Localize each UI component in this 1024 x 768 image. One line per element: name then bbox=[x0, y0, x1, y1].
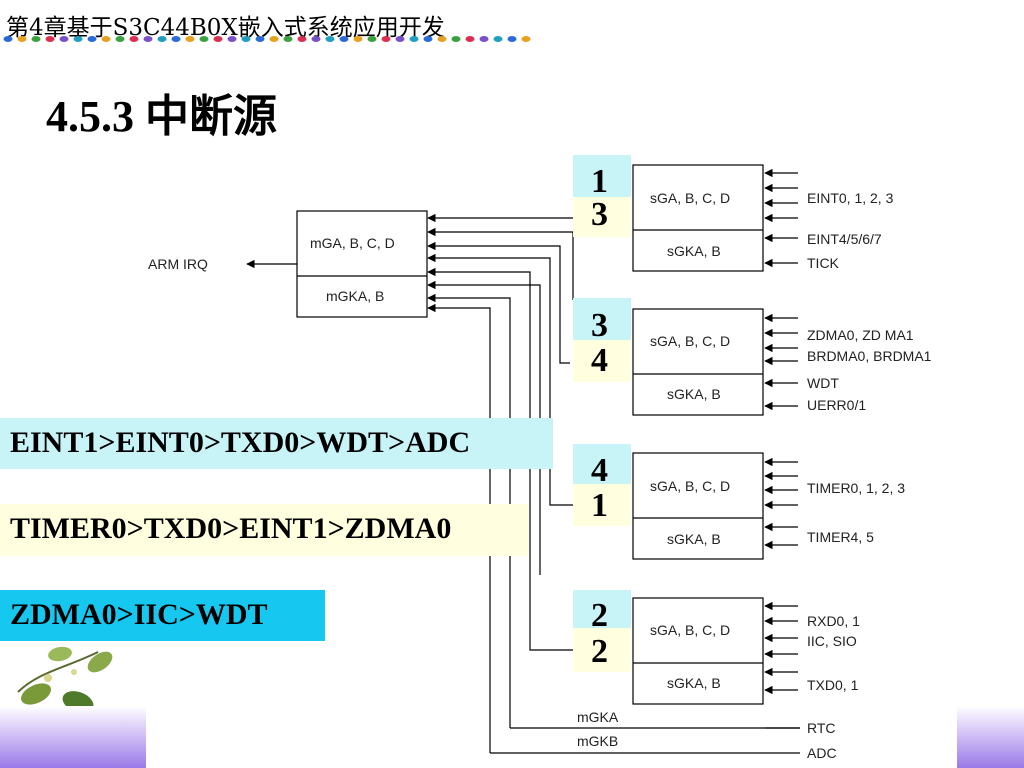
group3-bottom-label: sGKA, B bbox=[667, 531, 721, 547]
group1-bottom-label: sGKA, B bbox=[667, 243, 721, 259]
group1-priority-back: 1 bbox=[591, 163, 608, 200]
slave-group-2: 3 4 sGA, B, C, D sGKA, B ZDMA0, ZD MA1 B… bbox=[573, 298, 932, 416]
group2-top-label: sGA, B, C, D bbox=[650, 333, 730, 349]
slave-group-3: 4 1 sGA, B, C, D sGKA, B TIMER0, 1, 2, 3… bbox=[573, 444, 905, 560]
group2-signal-brdma: BRDMA0, BRDMA1 bbox=[807, 348, 932, 364]
group4-signal-rxd: RXD0, 1 bbox=[807, 613, 860, 629]
group2-signal-wdt: WDT bbox=[807, 375, 839, 391]
group4-signal-txd: TXD0, 1 bbox=[807, 677, 859, 693]
group2-priority-front: 4 bbox=[591, 342, 608, 379]
group4-priority-front: 2 bbox=[591, 633, 608, 670]
group4-priority-back: 2 bbox=[591, 597, 608, 634]
group3-priority-front: 1 bbox=[591, 487, 608, 524]
footer-band-right bbox=[957, 706, 1024, 768]
slave-group-4: 2 2 sGA, B, C, D sGKA, B RXD0, 1 IIC, SI… bbox=[573, 590, 860, 705]
slide-title: 4.5.3 中断源 bbox=[46, 92, 277, 141]
group2-bottom-label: sGKA, B bbox=[667, 386, 721, 402]
priority-banner-3: ZDMA0>IIC>WDT bbox=[0, 590, 325, 641]
group1-signal-eint4-7: EINT4/5/6/7 bbox=[807, 231, 882, 247]
group4-signal-iic-sio: IIC, SIO bbox=[807, 633, 857, 649]
slave-group-1: 1 3 sGA, B, C, D sGKA, B EINT0, 1, 2, 3 … bbox=[573, 155, 894, 272]
rtc-signal: RTC bbox=[807, 720, 836, 736]
group2-signal-uerr: UERR0/1 bbox=[807, 397, 866, 413]
group2-priority-back: 3 bbox=[591, 307, 608, 344]
group3-priority-back: 4 bbox=[591, 452, 608, 489]
group3-signal-timer4-5: TIMER4, 5 bbox=[807, 529, 874, 545]
group1-top-label: sGA, B, C, D bbox=[650, 190, 730, 206]
group1-priority-front: 3 bbox=[591, 196, 608, 233]
group3-top-label: sGA, B, C, D bbox=[650, 478, 730, 494]
group4-top-label: sGA, B, C, D bbox=[650, 622, 730, 638]
mgkb-line-label: mGKB bbox=[577, 733, 618, 749]
group1-signal-tick: TICK bbox=[807, 255, 840, 271]
group3-signal-timer0-3: TIMER0, 1, 2, 3 bbox=[807, 480, 905, 496]
priority-banner-1: EINT1>EINT0>TXD0>WDT>ADC bbox=[0, 418, 553, 469]
mgka-line-label: mGKA bbox=[577, 709, 619, 725]
dotted-rule-icon bbox=[3, 36, 531, 42]
group4-bottom-label: sGKA, B bbox=[667, 675, 721, 691]
arm-irq-label: ARM IRQ bbox=[148, 256, 208, 272]
footer-band-left bbox=[0, 706, 146, 768]
group2-signal-zdma: ZDMA0, ZD MA1 bbox=[807, 327, 914, 343]
master-box bbox=[296, 210, 428, 318]
master-top-label: mGA, B, C, D bbox=[310, 235, 395, 251]
adc-signal: ADC bbox=[807, 745, 837, 761]
priority-banner-2: TIMER0>TXD0>EINT1>ZDMA0 bbox=[0, 504, 528, 556]
master-bottom-label: mGKA, B bbox=[326, 288, 384, 304]
group1-signal-eint0-3: EINT0, 1, 2, 3 bbox=[807, 190, 894, 206]
